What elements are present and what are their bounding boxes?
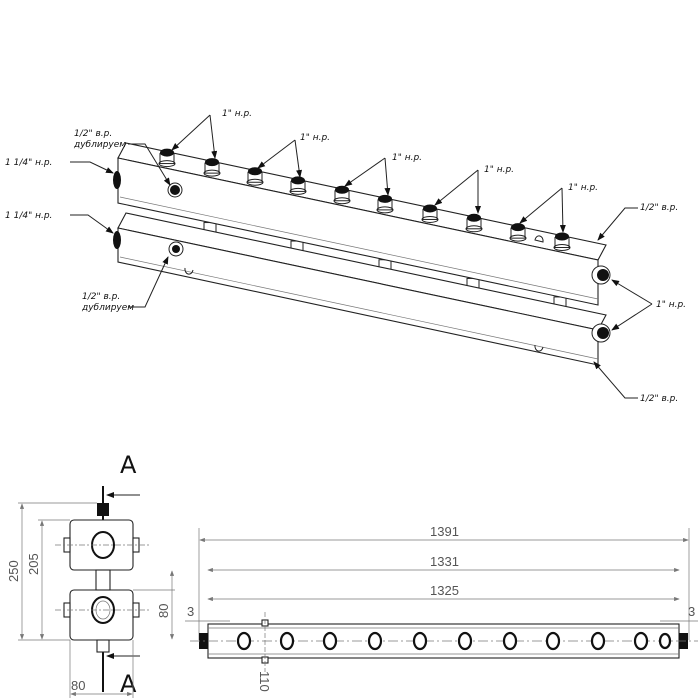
hole-icon [457, 631, 473, 651]
hole-icon [367, 631, 383, 651]
nipple-label-3: 1" н.р. [392, 153, 422, 163]
nipple-icon [246, 167, 264, 186]
hole-icon [322, 631, 338, 651]
dup-top-line1: 1/2" в.р. [74, 129, 112, 139]
dim-axis-distance: 205 [26, 553, 41, 575]
nipple-icon [465, 213, 483, 233]
dim-inner-length: 1325 [430, 583, 459, 598]
leaders [70, 114, 653, 399]
upper-manifold [113, 142, 611, 306]
nipple-label-1: 1" н.р. [222, 109, 252, 119]
lower-manifold [113, 212, 611, 366]
inlet-top-label: 1 1/4" н.р. [5, 158, 52, 168]
plan-view: 1391 1331 1325 3 3 110 [185, 524, 698, 692]
hole-icon [590, 631, 606, 651]
hole-icon [633, 631, 649, 651]
hole-icon [236, 631, 252, 651]
nipple-icon [158, 148, 176, 168]
hole-icon [658, 632, 672, 650]
outlet-holes [236, 631, 672, 651]
dup-bottom-line1: 1/2" в.р. [82, 292, 120, 302]
dim-body-length: 1331 [430, 554, 459, 569]
dim-box-height: 80 [156, 604, 171, 618]
nipple-icon [203, 158, 221, 177]
nipple-icon [333, 185, 351, 205]
dup-top-line2: дублируем [73, 140, 126, 150]
dim-overall-length: 1391 [430, 524, 459, 539]
inlet-bottom-label: 1 1/4" н.р. [5, 211, 52, 221]
section-mark-top: А [120, 451, 137, 479]
hole-icon [279, 631, 295, 651]
hole-icon [412, 631, 428, 651]
nipple-label-4: 1" н.р. [484, 165, 514, 175]
dim-right-offset: 3 [688, 604, 695, 619]
outlet-nipples [158, 148, 571, 251]
nipple-icon [421, 204, 439, 223]
nipple-icon [376, 194, 394, 214]
section-view: А А 250 205 80 80 [6, 451, 175, 698]
nipple-icon [509, 223, 527, 242]
hole-icon [545, 631, 561, 651]
right-bottom-label: 1/2" в.р. [640, 394, 678, 404]
isometric-view: 1" н.р. 1" н.р. 1" н.р. 1" н.р. 1" н.р. … [5, 109, 686, 404]
dup-bottom-line2: дублируем [81, 303, 134, 313]
dim-pitch: 110 [257, 671, 272, 692]
right-top-label: 1/2" в.р. [640, 203, 678, 213]
dim-total-height: 250 [6, 560, 21, 582]
dim-box-width: 80 [71, 678, 85, 693]
nipple-label-5: 1" н.р. [568, 183, 598, 193]
nipple-icon [289, 176, 307, 195]
hole-icon [502, 631, 518, 651]
dim-left-offset: 3 [187, 604, 194, 619]
nipple-label-2: 1" н.р. [300, 133, 330, 143]
nipple-icon [553, 232, 571, 251]
right-mid-label: 1" н.р. [656, 300, 686, 310]
